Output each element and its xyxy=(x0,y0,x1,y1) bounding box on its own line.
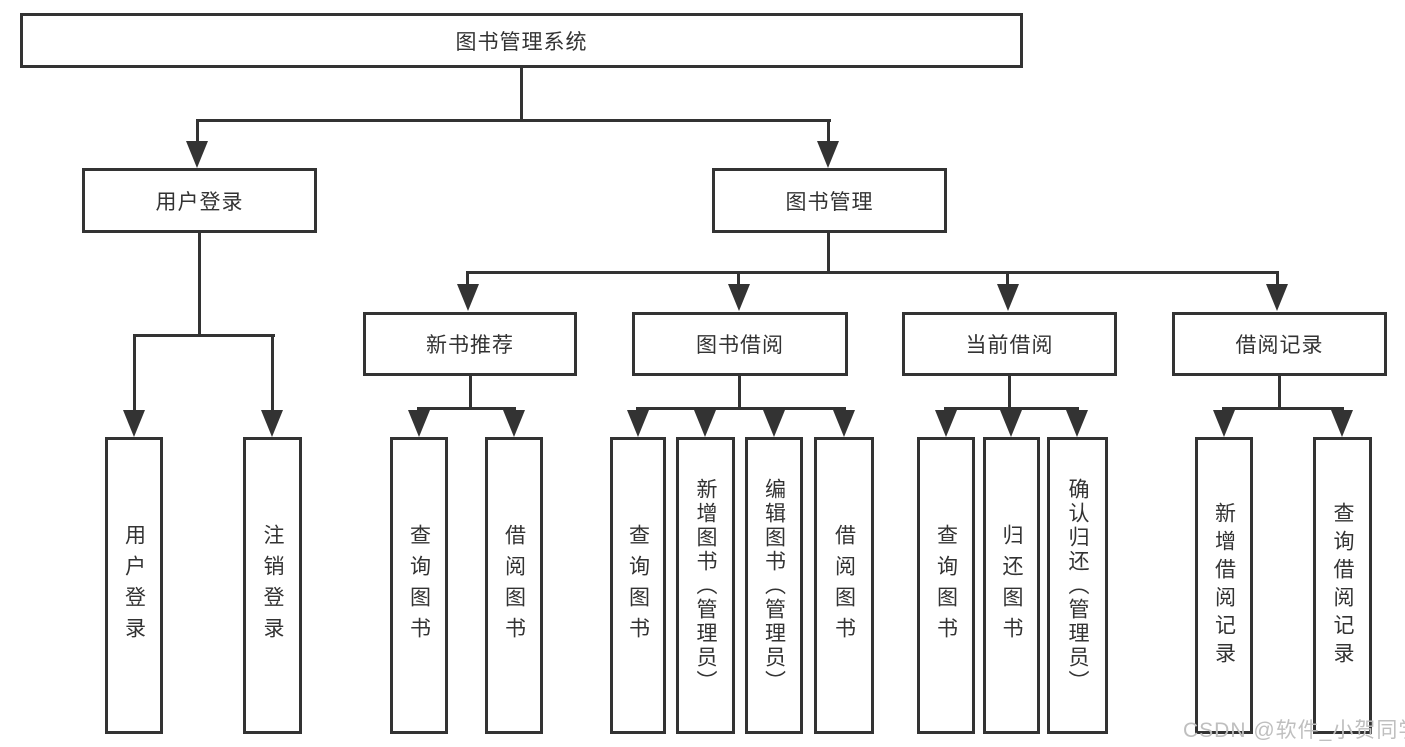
connector-stem-leaf-login xyxy=(133,334,136,414)
leaf-rec-query-books-label: 查询图书 xyxy=(407,523,431,648)
arrow-to-leaf-user-login xyxy=(123,410,145,437)
leaf-rec-borrow-books-label: 借阅图书 xyxy=(502,523,526,648)
connector-stem-current xyxy=(1006,271,1009,287)
arrow-to-rec-borrow xyxy=(503,410,525,437)
leaf-logout: 注销登录 xyxy=(243,437,302,734)
connector-mgmt-vertical xyxy=(827,231,830,273)
leaf-logout-label: 注销登录 xyxy=(261,523,284,648)
connector-cur-vertical xyxy=(1008,374,1011,410)
connector-bor-horizontal xyxy=(636,407,846,410)
arrow-to-bor-query xyxy=(627,410,649,437)
leaf-rec-borrow-books: 借阅图书 xyxy=(485,437,543,734)
arrow-to-rec-query xyxy=(408,410,430,437)
arrow-to-cur-confirm xyxy=(1066,410,1088,437)
arrow-to-user-login-branch xyxy=(186,141,208,168)
node-root: 图书管理系统 xyxy=(20,13,1023,68)
node-book-borrow-label: 图书借阅 xyxy=(696,334,784,357)
csdn-watermark: CSDN @软件_小贺同学 xyxy=(1183,719,1405,742)
leaf-bor-borrow-books-label: 借阅图书 xyxy=(832,523,856,648)
connector-mgmt-horizontal xyxy=(466,271,1279,274)
leaf-user-login: 用户登录 xyxy=(105,437,163,734)
node-new-book-rec-label: 新书推荐 xyxy=(426,334,514,357)
connector-bor-vertical xyxy=(738,374,741,410)
node-current-borrow-label: 当前借阅 xyxy=(965,334,1054,357)
leaf-cur-confirm-return-admin-label: 确认归还（管理员） xyxy=(1066,477,1089,694)
node-new-book-rec: 新书推荐 xyxy=(363,312,577,376)
node-user-login-branch-label: 用户登录 xyxy=(155,190,244,214)
leaf-bor-query-books-label: 查询图书 xyxy=(626,523,650,648)
arrow-to-bor-add xyxy=(694,410,716,437)
connector-user-horizontal xyxy=(133,334,275,337)
connector-user-vertical xyxy=(198,231,201,337)
connector-rec-horizontal xyxy=(417,407,516,410)
connector-stem-mgmt xyxy=(827,119,830,145)
leaf-cur-confirm-return-admin: 确认归还（管理员） xyxy=(1047,437,1108,734)
arrow-to-current xyxy=(997,284,1019,311)
leaf-bor-borrow-books: 借阅图书 xyxy=(814,437,874,734)
connector-stem-user xyxy=(196,119,199,145)
leaf-user-login-label: 用户登录 xyxy=(122,523,146,648)
arrow-to-records xyxy=(1266,284,1288,311)
node-user-login-branch: 用户登录 xyxy=(82,168,317,233)
leaf-cur-return-books-label: 归还图书 xyxy=(1000,523,1023,648)
leaf-cur-query-books: 查询图书 xyxy=(917,437,975,734)
node-borrow-records-label: 借阅记录 xyxy=(1235,334,1324,357)
connector-rec-vertical xyxy=(469,374,472,410)
arrow-to-cur-return xyxy=(1000,410,1022,437)
leaf-rcd-query-record: 查询借阅记录 xyxy=(1313,437,1372,734)
connector-rcd-horizontal xyxy=(1222,407,1344,410)
arrow-to-new-rec xyxy=(457,284,479,311)
node-book-mgmt-branch: 图书管理 xyxy=(712,168,947,233)
connector-stem-records xyxy=(1276,271,1279,287)
connector-stem-new-rec xyxy=(466,271,469,287)
leaf-cur-query-books-label: 查询图书 xyxy=(934,523,958,648)
arrow-to-borrow xyxy=(728,284,750,311)
arrow-to-leaf-logout xyxy=(261,410,283,437)
leaf-cur-return-books: 归还图书 xyxy=(983,437,1040,734)
arrow-to-bor-borrow xyxy=(833,410,855,437)
connector-rcd-vertical xyxy=(1278,374,1281,410)
node-root-label: 图书管理系统 xyxy=(455,30,588,54)
connector-cur-horizontal xyxy=(944,407,1079,410)
arrow-to-rcd-query xyxy=(1331,410,1353,437)
connector-root-vertical xyxy=(520,66,523,121)
arrow-to-book-mgmt-branch xyxy=(817,141,839,168)
arrow-to-bor-edit xyxy=(763,410,785,437)
leaf-bor-edit-books-admin-label: 编辑图书（管理员） xyxy=(762,477,786,694)
arrow-to-rcd-add xyxy=(1213,410,1235,437)
leaf-bor-add-books-admin: 新增图书（管理员） xyxy=(676,437,735,734)
leaf-bor-add-books-admin-label: 新增图书（管理员） xyxy=(694,477,717,694)
node-book-borrow: 图书借阅 xyxy=(632,312,848,376)
leaf-bor-edit-books-admin: 编辑图书（管理员） xyxy=(745,437,803,734)
leaf-rcd-add-record-label: 新增借阅记录 xyxy=(1212,501,1236,670)
leaf-rec-query-books: 查询图书 xyxy=(390,437,448,734)
connector-root-horizontal xyxy=(196,119,831,122)
connector-stem-leaf-logout xyxy=(271,334,274,414)
leaf-rcd-add-record: 新增借阅记录 xyxy=(1195,437,1253,734)
leaf-bor-query-books: 查询图书 xyxy=(610,437,666,734)
leaf-rcd-query-record-label: 查询借阅记录 xyxy=(1331,501,1354,670)
arrow-to-cur-query xyxy=(935,410,957,437)
node-current-borrow: 当前借阅 xyxy=(902,312,1117,376)
node-book-mgmt-branch-label: 图书管理 xyxy=(785,190,874,214)
node-borrow-records: 借阅记录 xyxy=(1172,312,1387,376)
connector-stem-borrow xyxy=(737,271,740,287)
